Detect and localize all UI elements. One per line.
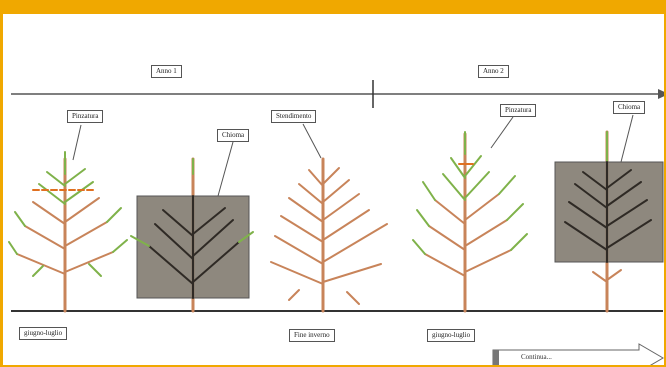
callout-pointer-1	[72, 124, 82, 161]
callout-pointer-4	[490, 116, 514, 149]
timeline-arrowhead	[658, 89, 664, 99]
continue-label: Continua...	[521, 353, 552, 361]
continue-arrow	[492, 343, 664, 365]
callout-pointer-5	[620, 114, 634, 163]
tree-5	[554, 130, 664, 313]
year-label-1: Anno 1	[151, 65, 182, 78]
callout-label-5: Chioma	[613, 101, 646, 114]
callout-pointer-3	[302, 123, 322, 159]
tree-2	[130, 157, 254, 313]
cut-overlay-2	[554, 161, 664, 263]
callout-label-1: Pinzatura	[67, 110, 104, 123]
year-label-2: Anno 2	[478, 65, 509, 78]
period-label-3: giugno-luglio	[427, 329, 476, 342]
callout-label-3: Stendimento	[271, 110, 317, 123]
callout-label-2: Chioma	[217, 129, 250, 142]
callout-label-4: Pinzatura	[500, 104, 537, 117]
tree-3	[270, 157, 388, 313]
tree-4	[412, 131, 528, 313]
continue-button[interactable]: Continua...	[491, 346, 663, 365]
callout-pointer-2	[217, 141, 234, 197]
tree-1	[8, 151, 128, 313]
diagram-canvas	[8, 80, 664, 365]
period-label-1: giugno-luglio	[19, 327, 68, 340]
period-label-2: Fine inverno	[289, 329, 335, 342]
